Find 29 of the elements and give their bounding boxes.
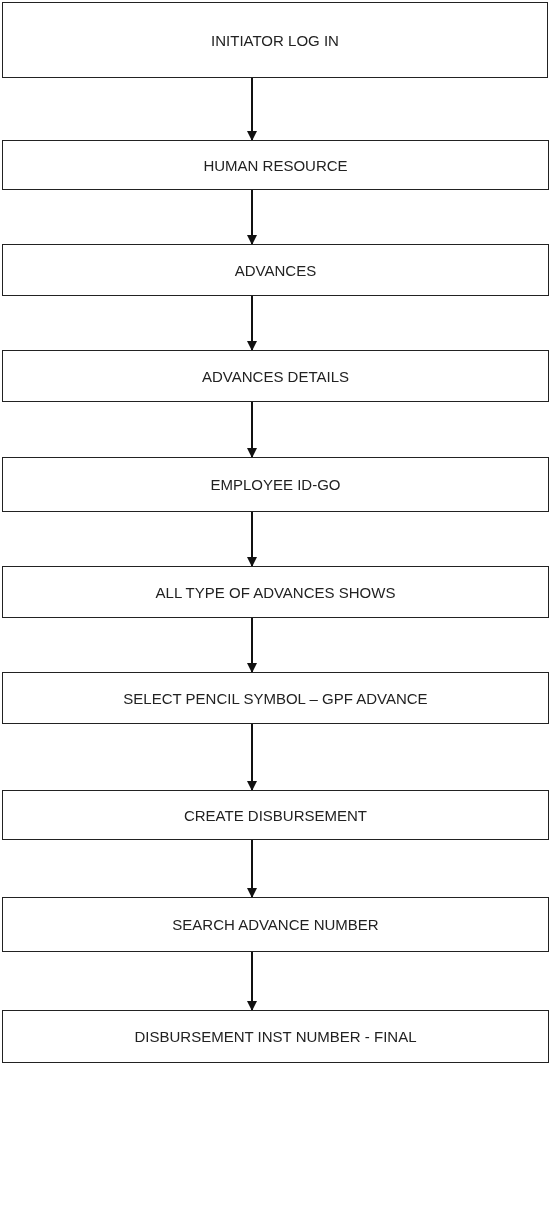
arrow [247, 295, 257, 351]
arrow [247, 401, 257, 458]
process-box [2, 244, 549, 296]
process-box [2, 672, 549, 724]
process-box [2, 140, 549, 190]
arrow [247, 951, 257, 1011]
arrow [247, 617, 257, 673]
arrow [247, 189, 257, 245]
step-label: SELECT PENCIL SYMBOL – GPF ADVANCE [123, 689, 428, 707]
step-label: ALL TYPE OF ADVANCES SHOWS [155, 583, 396, 601]
step-label: ADVANCES [234, 261, 317, 279]
process-box [2, 566, 549, 618]
process-box [2, 1010, 549, 1063]
step-label: SEARCH ADVANCE NUMBER [172, 916, 379, 933]
step-label: HUMAN RESOURCE [203, 156, 348, 174]
process-box [2, 350, 549, 402]
arrow [247, 511, 257, 567]
arrow [247, 839, 257, 898]
step-label: ADVANCES DETAILS [202, 367, 349, 385]
step-label: EMPLOYEE ID-GO [210, 476, 341, 493]
step-label: DISBURSEMENT INST NUMBER - FINAL [134, 1028, 417, 1045]
process-box [2, 790, 549, 840]
process-box [2, 2, 548, 78]
arrow [247, 723, 257, 791]
arrow [247, 77, 257, 141]
step-label: INITIATOR LOG IN [211, 31, 339, 49]
step-label: CREATE DISBURSEMENT [183, 806, 368, 824]
process-box [2, 457, 549, 512]
process-box [2, 897, 549, 952]
